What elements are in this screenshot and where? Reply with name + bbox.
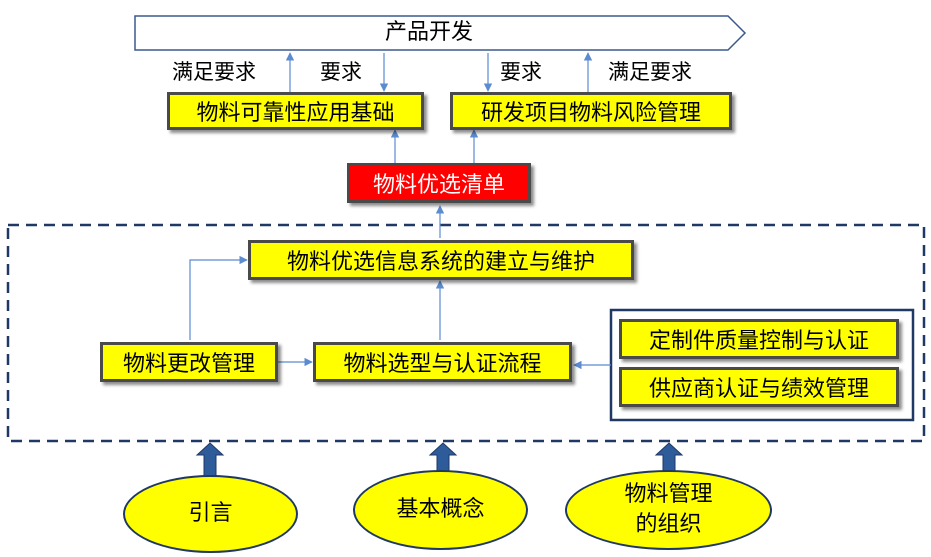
project-material-risk-box: 研发项目物料风险管理 [450,92,732,130]
org-oval-line2: 的组织 [635,512,702,537]
org-oval-line1: 物料管理 [624,482,713,508]
selection-certification-box: 物料选型与认证流程 [313,342,572,382]
label-right-meets-requirements: 满足要求 [608,60,692,84]
custom-parts-quality-box: 定制件质量控制与认证 [619,319,899,359]
label-left-meets-requirements: 满足要求 [172,60,256,84]
product-development-banner-shape [134,15,747,51]
dashed-frame [6,223,926,443]
product-development-banner: 产品开发 [385,20,474,45]
concepts-oval: 基本概念 [353,470,528,550]
org-oval: 物料管理 的组织 [565,470,772,550]
supplier-certification-box: 供应商认证与绩效管理 [619,367,899,407]
label-left-requirements: 要求 [320,60,362,84]
label-right-requirements: 要求 [500,60,542,84]
material-reliability-box: 物料可靠性应用基础 [167,92,424,130]
info-system-box: 物料优选信息系统的建立与维护 [248,240,634,280]
change-management-box: 物料更改管理 [100,342,278,382]
arrow-change-to-info [189,255,248,340]
intro-oval: 引言 [123,475,298,553]
intro-oval-label: 引言 [188,501,233,527]
preferred-materials-list-box: 物料优选清单 [347,163,531,203]
concepts-oval-label: 基本概念 [396,497,485,523]
